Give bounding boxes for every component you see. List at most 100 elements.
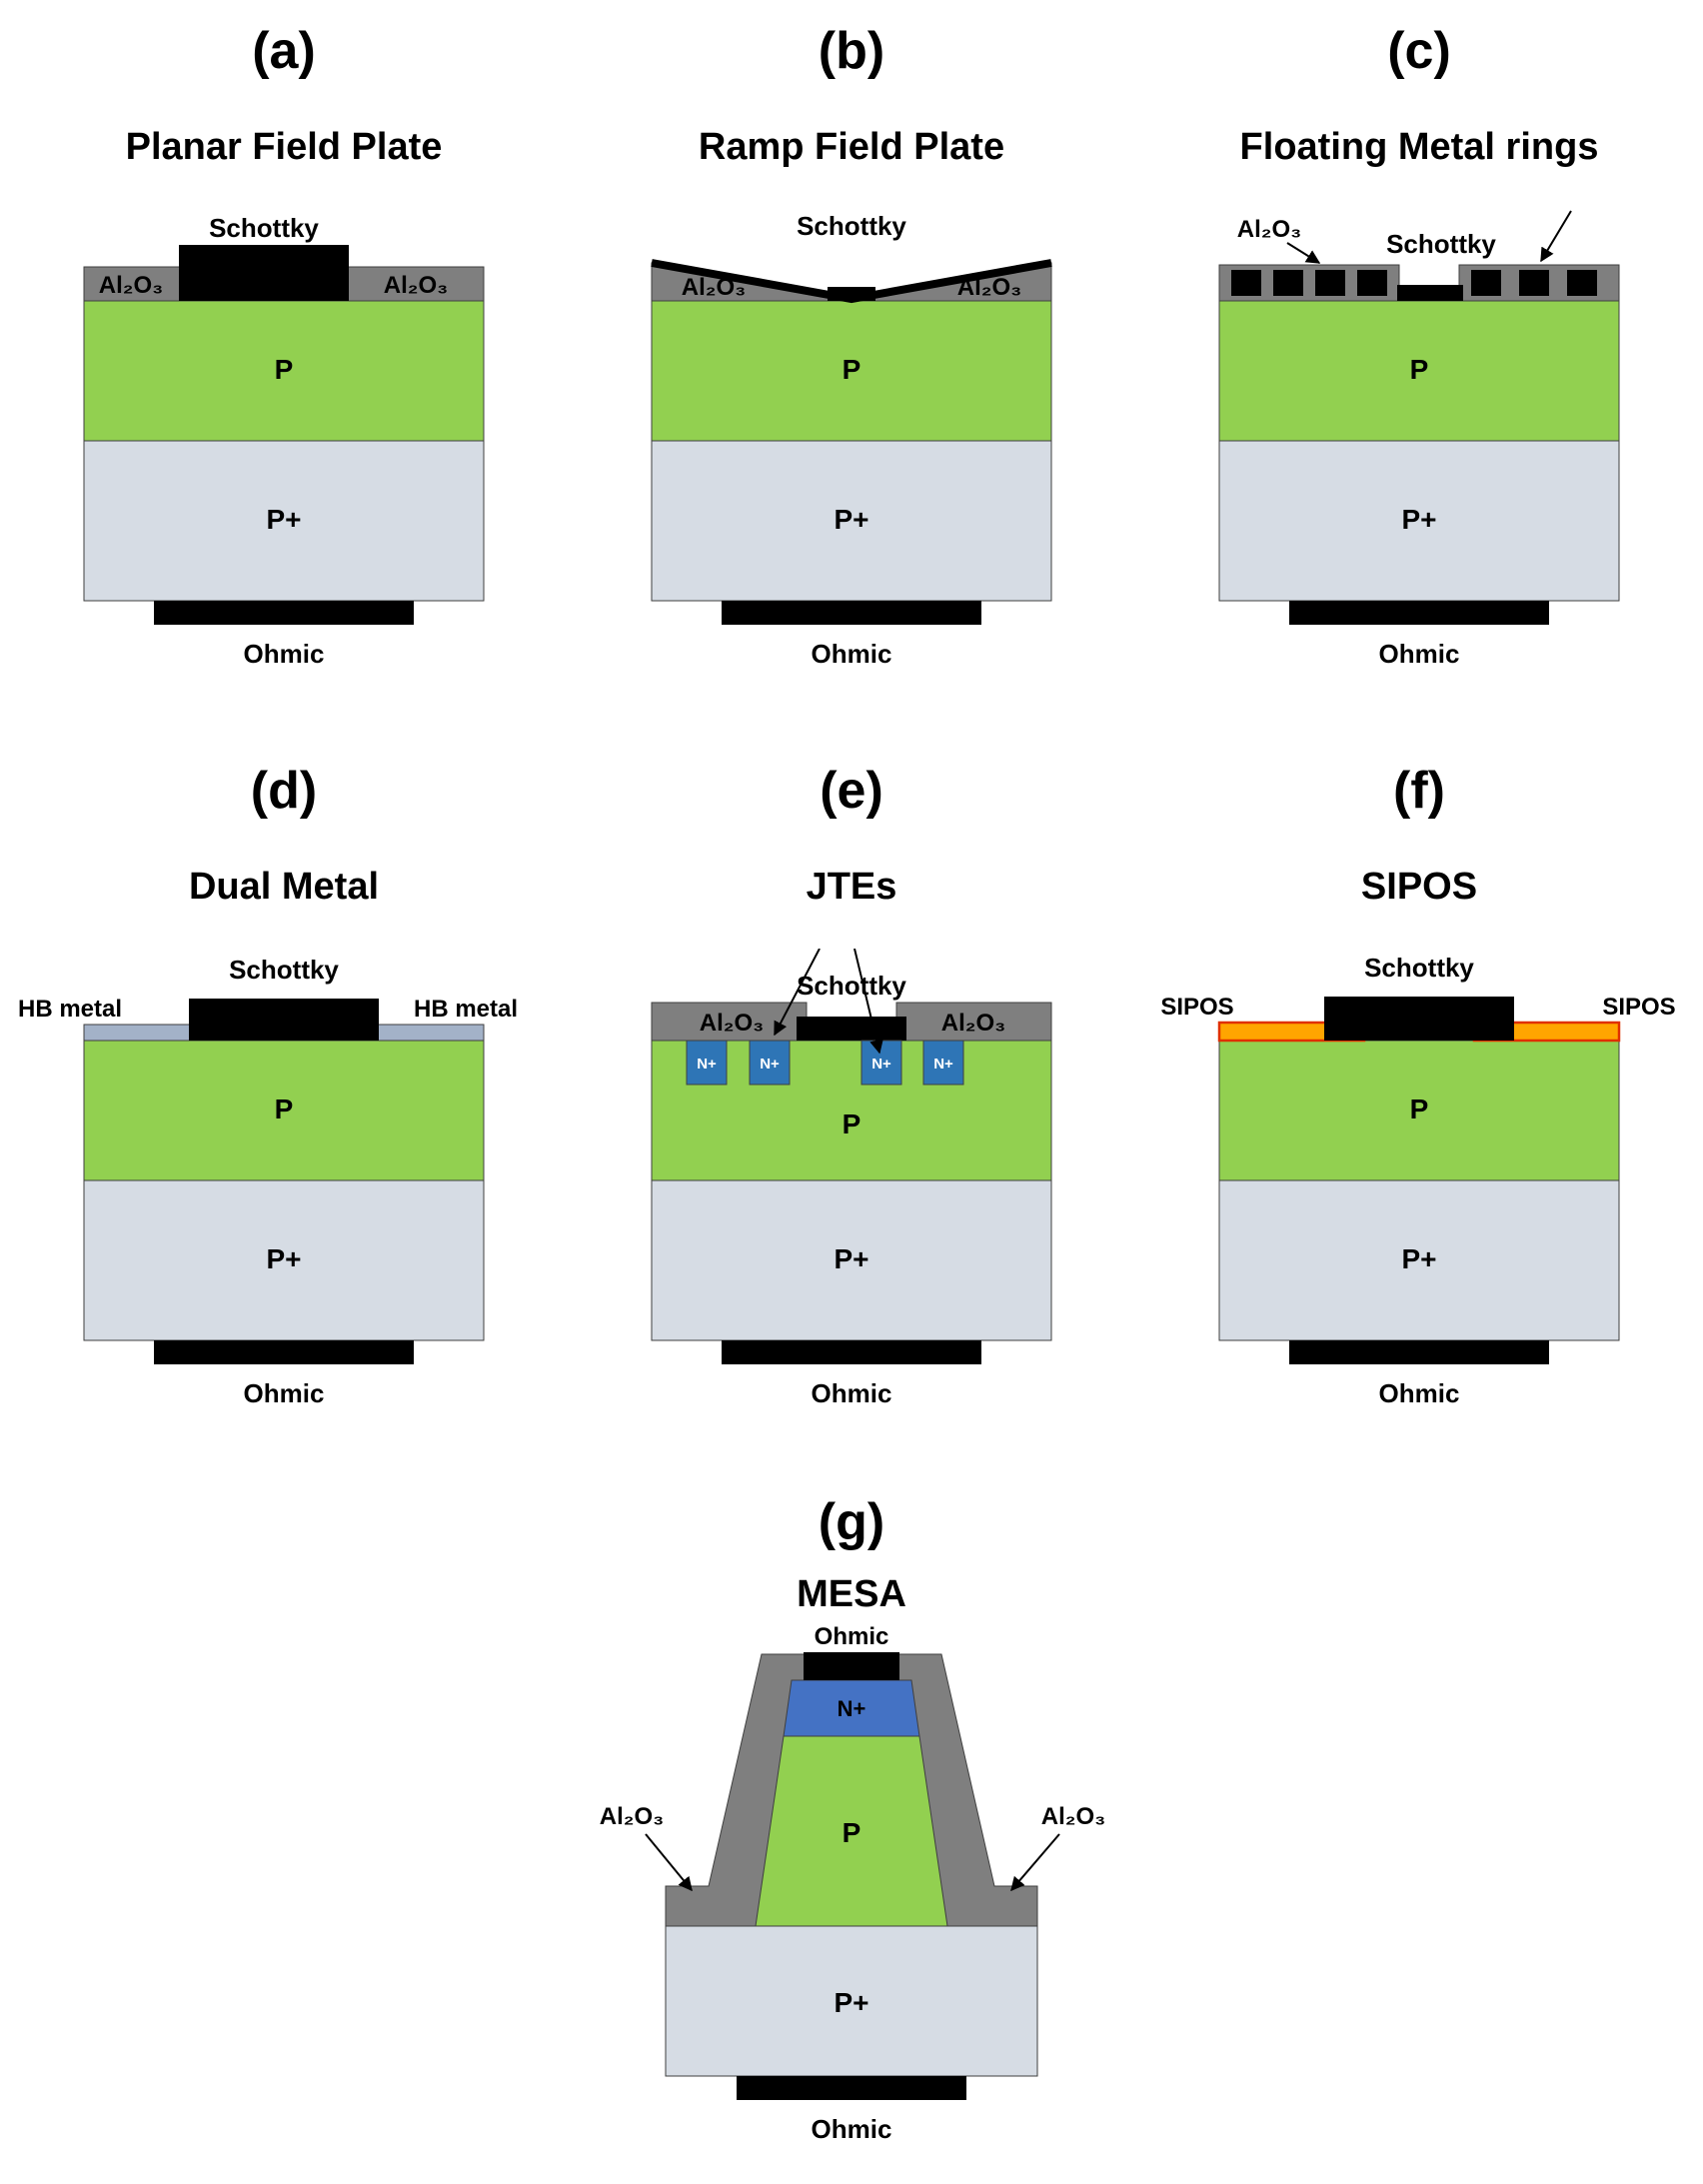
floating-ring-7 [1567, 269, 1597, 296]
nplus-label-4: N+ [933, 1056, 953, 1073]
al2o3-label: Al₂O₃ [1237, 216, 1301, 243]
panel-b: (b) Ramp Field Plate Schottky Al₂O₃ Al₂O… [568, 0, 1135, 740]
p-label: P [275, 354, 294, 385]
schottky-label: Schottky [1364, 953, 1474, 983]
panel-letter-d: (d) [250, 762, 318, 820]
schottky-label: Schottky [1386, 229, 1496, 259]
schottky-contact [179, 244, 349, 301]
schottky-contact [828, 286, 875, 301]
panel-d: (d) Dual Metal Schottky HB metal HB meta… [0, 740, 568, 1479]
p-plus-label: P+ [266, 1243, 301, 1274]
jte-arrow-right [853, 948, 883, 1055]
al2o3-label-left: Al₂O₃ [600, 1803, 664, 1830]
panel-g: (g) MESA Ohmic N+ P P+ Ohmic Al₂ [472, 1479, 1231, 2184]
al2o3-arrow-left [645, 1833, 693, 1891]
device-diagram-g: Ohmic N+ P P+ Ohmic Al₂O₃ Al₂O₃ [600, 1624, 1105, 2144]
panel-letter-g: (g) [818, 1493, 885, 1551]
ohmic-contact [722, 600, 981, 625]
device-diagram-e: N+ N+ N+ N+ Al₂O₃ Al₂O₃ Schottky P P+ Oh… [651, 948, 1052, 1408]
floating-ring-1 [1231, 269, 1261, 296]
p-plus-layer [1218, 440, 1620, 602]
nplus-label: N+ [838, 1696, 866, 1721]
device-diagram-b: Schottky Al₂O₃ Al₂O₃ P P+ Ohmic [651, 211, 1052, 669]
p-label: P [843, 354, 861, 385]
ohmic-bottom-label: Ohmic [812, 2114, 892, 2144]
floating-ring-2 [1273, 269, 1303, 296]
schottky-contact [1397, 284, 1463, 301]
al2o3-arrow-right [1010, 1833, 1060, 1891]
ohmic-contact [1289, 1339, 1549, 1364]
ohmic-label: Ohmic [812, 1378, 892, 1408]
floating-ring-4 [1357, 269, 1387, 296]
panel-title-c: Floating Metal rings [1239, 126, 1599, 169]
device-diagram-d: Schottky HB metal HB metal P P+ Ohmic [18, 955, 518, 1408]
device-diagram-f: Schottky SIPOS SIPOS P P+ Ohmic [1160, 953, 1675, 1408]
al2o3-label-right: Al₂O₃ [957, 274, 1021, 301]
schottky-label: Schottky [209, 213, 319, 243]
schottky-contact [797, 1016, 906, 1041]
p-plus-label: P+ [1401, 1243, 1436, 1274]
p-label: P [843, 1108, 861, 1139]
ohmic-contact [154, 600, 414, 625]
al2o3-label-left: Al₂O₃ [99, 272, 163, 299]
floating-rings-arrow [1540, 210, 1572, 262]
schottky-contact [189, 998, 379, 1041]
panel-title-d: Dual Metal [188, 866, 380, 909]
floating-ring-6 [1519, 269, 1549, 296]
panel-letter-b: (b) [818, 22, 885, 80]
ohmic-top-label: Ohmic [815, 1624, 889, 1650]
ohmic-label: Ohmic [1379, 639, 1460, 669]
p-plus-label: P+ [834, 1243, 868, 1274]
ohmic-label: Ohmic [812, 639, 892, 669]
al2o3-label-right: Al₂O₃ [1041, 1803, 1105, 1830]
p-label: P [1410, 1093, 1429, 1124]
p-label: P [275, 1093, 294, 1124]
nplus-label-1: N+ [697, 1056, 717, 1073]
jte-nplus-4 [922, 1040, 964, 1086]
jte-nplus-1 [686, 1040, 728, 1086]
ohmic-top-contact [804, 1651, 899, 1680]
panel-title-b: Ramp Field Plate [698, 126, 1005, 169]
ohmic-label: Ohmic [244, 1378, 325, 1408]
al2o3-label-right: Al₂O₃ [941, 1010, 1005, 1037]
hb-metal-label-left: HB metal [18, 996, 122, 1023]
p-plus-label: P+ [1401, 504, 1436, 535]
p-layer [651, 300, 1052, 442]
nplus-label-3: N+ [871, 1056, 891, 1073]
al2o3-arrow [1286, 241, 1321, 264]
panel-e: (e) JTEs N+ N+ N+ [568, 740, 1135, 1479]
panel-title-g: MESA [797, 1573, 906, 1616]
device-diagram-c: Al₂O₃ Schottky P P+ Ohmic [1218, 210, 1620, 669]
p-layer [1218, 300, 1620, 442]
al2o3-label-right: Al₂O₃ [384, 272, 448, 299]
schottky-contact [1324, 996, 1514, 1041]
p-plus-layer [665, 1925, 1038, 2077]
p-layer [1218, 1040, 1620, 1181]
p-plus-layer [651, 440, 1052, 602]
panel-letter-e: (e) [820, 762, 883, 820]
jte-arrow-left [774, 948, 821, 1037]
p-plus-label: P+ [834, 504, 868, 535]
panel-title-a: Planar Field Plate [125, 126, 443, 169]
row-3: (g) MESA Ohmic N+ P P+ Ohmic Al₂ [0, 1479, 1703, 2184]
schottky-label: Schottky [797, 971, 906, 1001]
panel-title-e: JTEs [806, 866, 897, 909]
p-plus-layer [83, 1179, 485, 1341]
panel-letter-c: (c) [1387, 22, 1451, 80]
al2o3-layer-right [895, 1002, 1052, 1042]
p-label: P [1410, 354, 1429, 385]
ohmic-bottom-contact [737, 2075, 966, 2100]
ohmic-contact [722, 1339, 981, 1364]
al2o3-label-left: Al₂O₃ [700, 1010, 764, 1037]
p-plus-layer [83, 440, 485, 602]
p-plus-layer [1218, 1179, 1620, 1341]
sipos-label-right: SIPOS [1602, 994, 1675, 1021]
ohmic-label: Ohmic [1379, 1378, 1460, 1408]
p-layer [83, 1040, 485, 1181]
panel-c: (c) Floating Metal rings [1135, 0, 1703, 740]
hb-metal-label-right: HB metal [414, 996, 518, 1023]
jte-nplus-2 [749, 1040, 791, 1086]
panel-letter-f: (f) [1393, 762, 1445, 820]
row-2: (d) Dual Metal Schottky HB metal HB meta… [0, 740, 1703, 1479]
